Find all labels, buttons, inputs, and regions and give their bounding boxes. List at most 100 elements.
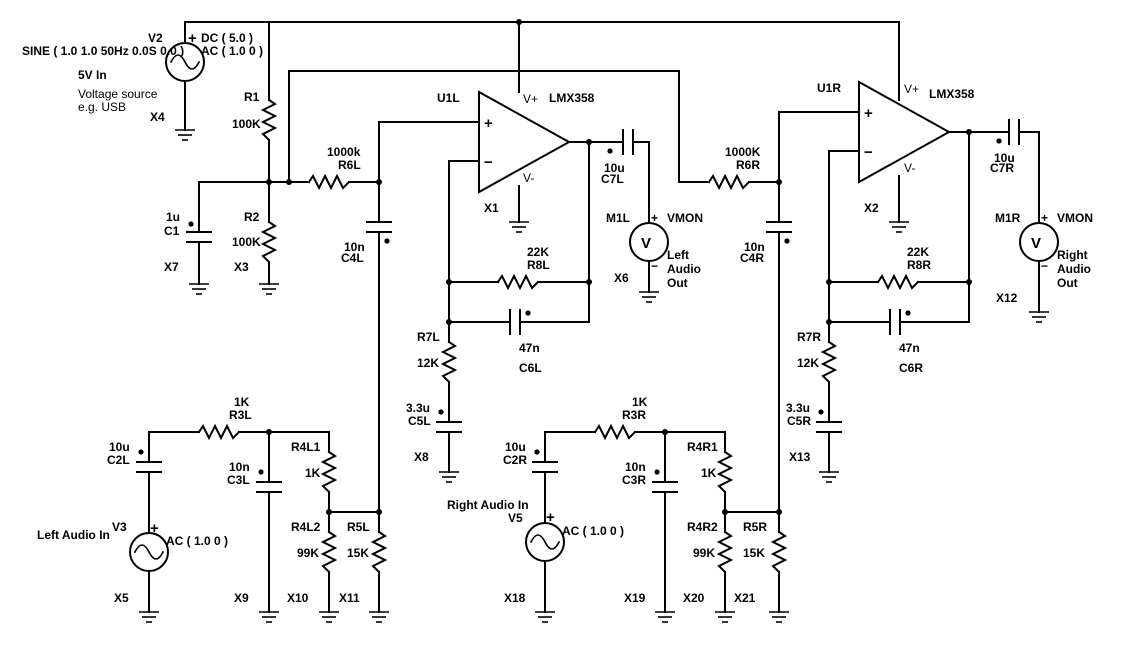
ground-x8-icon bbox=[439, 471, 459, 483]
r4r2-ref: R4R2 bbox=[687, 520, 718, 534]
ground-x20-icon bbox=[715, 611, 735, 623]
u1l-vm: V- bbox=[523, 171, 534, 185]
c4r-val: 10n bbox=[744, 240, 765, 254]
c3r-symbol bbox=[652, 481, 678, 493]
v2-desc2: e.g. USB bbox=[78, 100, 126, 114]
labels: V2 DC ( 5.0 ) AC ( 1.0 0 ) SINE ( 1.0 1.… bbox=[22, 30, 1093, 605]
c5r-ref: C5R bbox=[787, 414, 811, 428]
c3r-val: 10n bbox=[625, 460, 646, 474]
m1r-ref: M1R bbox=[995, 211, 1021, 225]
m1l-sym: V bbox=[641, 235, 651, 252]
v5-label: Right Audio In bbox=[447, 498, 529, 512]
r8r-val: 22K bbox=[907, 245, 929, 259]
u1r-x: X2 bbox=[864, 201, 879, 215]
u1r-vm: V- bbox=[904, 161, 915, 175]
m1r-meter-icon bbox=[1019, 222, 1059, 262]
r5l-symbol bbox=[370, 530, 388, 574]
r3r-val: 1K bbox=[632, 395, 648, 409]
m1r-l3: Out bbox=[1057, 276, 1078, 290]
r4l1-ref: R4L1 bbox=[291, 440, 321, 454]
opamp-symbols bbox=[478, 80, 952, 194]
c4r-symbol bbox=[766, 221, 792, 233]
r2-val: 100K bbox=[232, 235, 261, 249]
r8l-val: 22K bbox=[527, 245, 549, 259]
m1l-l3: Out bbox=[667, 276, 688, 290]
r5l-val: 15K bbox=[347, 546, 369, 560]
r5r-symbol bbox=[770, 530, 788, 574]
ground-x18-icon bbox=[535, 611, 555, 623]
r6l-symbol bbox=[307, 173, 351, 191]
v5-source-icon bbox=[525, 522, 565, 562]
resistor-symbols bbox=[197, 98, 920, 574]
c2r-ref: C2R bbox=[503, 453, 527, 467]
u1l-vp: V+ bbox=[523, 92, 538, 106]
r5l-ref: R5L bbox=[347, 520, 370, 534]
v2-ac: AC ( 1.0 0 ) bbox=[201, 44, 263, 58]
c2l-ref: C2L bbox=[107, 453, 130, 467]
r3r-ref: R3R bbox=[622, 408, 646, 422]
c1-x: X7 bbox=[164, 260, 179, 274]
r8l-symbol bbox=[496, 273, 540, 291]
r7r-val: 12K bbox=[797, 356, 819, 370]
c5l-symbol bbox=[436, 421, 462, 433]
r2-ref: R2 bbox=[244, 210, 260, 224]
ground-symbols bbox=[139, 129, 1049, 623]
c4r-ref: C4R bbox=[740, 251, 764, 265]
v2-sine: SINE ( 1.0 1.0 50Hz 0.0S 0.0 ) bbox=[22, 44, 184, 58]
c4l-symbol bbox=[366, 221, 392, 233]
v3-ac: AC ( 1.0 0 ) bbox=[166, 534, 228, 548]
r5l-x: X11 bbox=[339, 591, 360, 605]
u1r-ref: U1R bbox=[817, 81, 841, 95]
v3-plus: + bbox=[150, 520, 159, 537]
c7r-symbol bbox=[1008, 119, 1020, 145]
c6l-symbol bbox=[509, 309, 521, 335]
v2-label: 5V In bbox=[78, 68, 107, 82]
v3-source-icon bbox=[129, 532, 169, 572]
ground-x1-icon bbox=[509, 221, 529, 233]
c2r-symbol bbox=[532, 461, 558, 473]
r2-symbol bbox=[260, 220, 278, 264]
c6l-val: 47n bbox=[519, 341, 540, 355]
v2-source-icon bbox=[165, 42, 205, 82]
ground-x3-icon bbox=[259, 283, 279, 295]
m1r-l2: Audio bbox=[1057, 262, 1091, 276]
m1l-minus: − bbox=[651, 259, 658, 273]
u1r-part: LMX358 bbox=[929, 87, 975, 101]
r7l-val: 12K bbox=[417, 356, 439, 370]
v2-dc: DC ( 5.0 ) bbox=[201, 31, 253, 45]
r4l1-val: 1K bbox=[305, 466, 321, 480]
r4r2-val: 99K bbox=[693, 546, 715, 560]
r3l-ref: R3L bbox=[229, 408, 252, 422]
c7r-ref: C7R bbox=[990, 161, 1014, 175]
v5-plus: + bbox=[546, 509, 555, 526]
r4r1-ref: R4R1 bbox=[687, 440, 718, 454]
r1-ref: R1 bbox=[244, 90, 260, 104]
c3r-x: X19 bbox=[624, 591, 646, 605]
r4r1-symbol bbox=[716, 450, 734, 494]
c1-ref: C1 bbox=[164, 224, 180, 238]
m1r-type: VMON bbox=[1057, 211, 1093, 225]
r7l-ref: R7L bbox=[417, 330, 440, 344]
m1l-ref: M1L bbox=[606, 211, 630, 225]
r8r-ref: R8R bbox=[907, 258, 931, 272]
ground-x4-icon bbox=[175, 129, 195, 141]
source-symbols bbox=[129, 42, 1059, 572]
c5l-ref: C5L bbox=[408, 414, 431, 428]
r4l1-symbol bbox=[320, 450, 338, 494]
r3l-val: 1K bbox=[234, 395, 250, 409]
u1r-plus: + bbox=[864, 105, 873, 122]
u1l-part: LMX358 bbox=[549, 91, 595, 105]
c6r-ref: C6R bbox=[899, 361, 923, 375]
r5r-val: 15K bbox=[743, 546, 765, 560]
r2-x: X3 bbox=[234, 260, 249, 274]
c4l-val: 10n bbox=[344, 240, 365, 254]
c5l-val: 3.3u bbox=[406, 401, 430, 415]
r5r-ref: R5R bbox=[743, 520, 767, 534]
u1l-minus: − bbox=[484, 154, 493, 171]
u1r-vp: V+ bbox=[904, 82, 919, 96]
ground-x13-icon bbox=[819, 471, 839, 483]
v2-plus: + bbox=[188, 30, 197, 47]
m1r-sym: V bbox=[1031, 235, 1041, 252]
m1r-minus: − bbox=[1041, 259, 1048, 273]
